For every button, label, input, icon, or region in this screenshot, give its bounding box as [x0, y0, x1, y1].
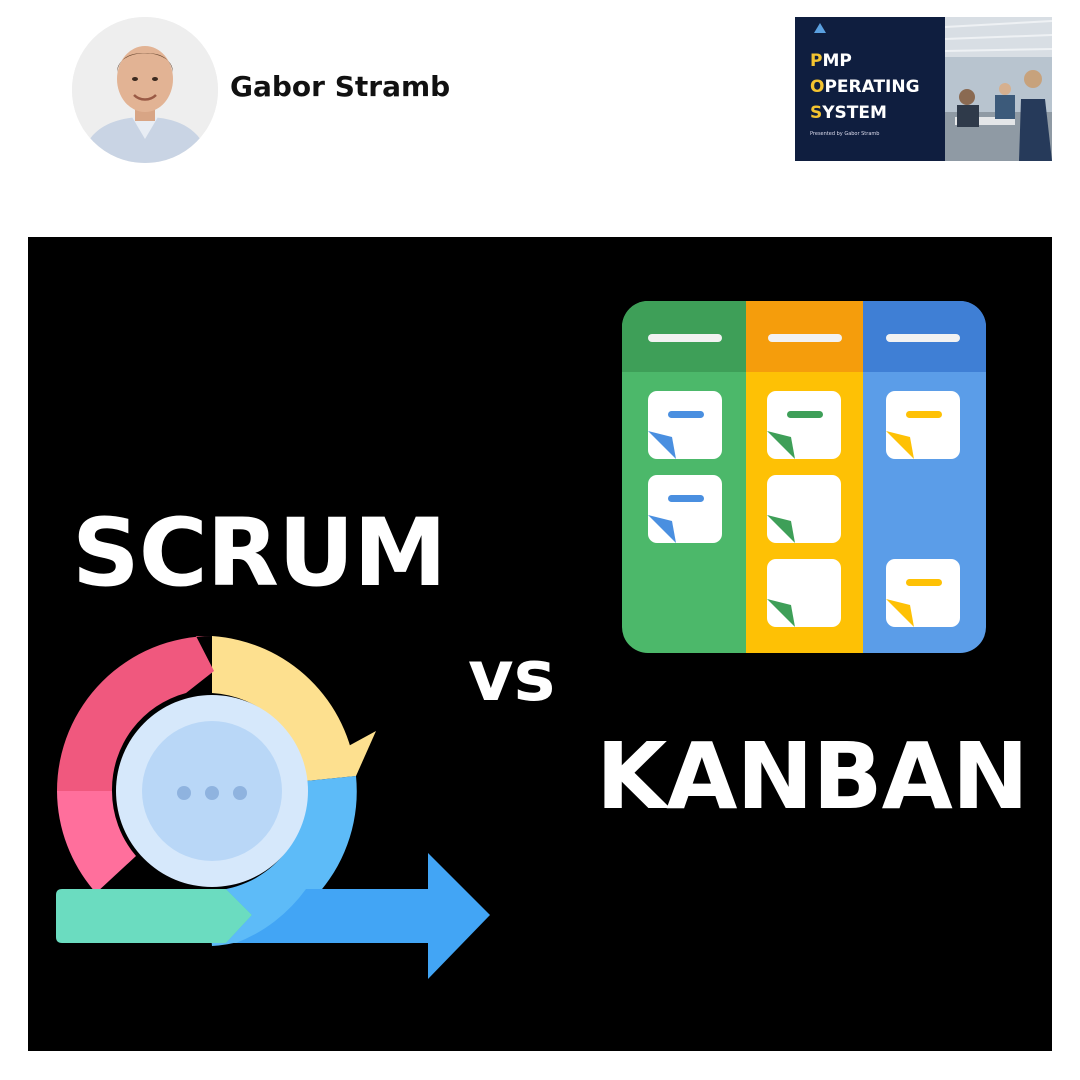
mountain-logo-icon [814, 23, 826, 33]
book-title-line-1: PMP [810, 51, 852, 71]
kanban-title: KANBAN [596, 723, 1029, 830]
scrum-title: SCRUM [72, 499, 447, 608]
scrum-cycle-icon [56, 636, 490, 979]
author-avatar [72, 17, 218, 163]
office-photo-icon [945, 17, 1052, 161]
kanban-card [886, 391, 960, 459]
person-photo-icon [72, 17, 218, 163]
book-title-line-3: SYSTEM [810, 103, 887, 123]
kanban-card [767, 559, 841, 627]
kanban-board-icon [622, 301, 986, 653]
author-name: Gabor Stramb [230, 70, 451, 103]
kanban-card [767, 391, 841, 459]
kanban-card [886, 559, 960, 627]
kanban-card [767, 475, 841, 543]
vs-label: vs [468, 635, 556, 717]
book-presented-by: Presented by Gabor Stramb [810, 131, 880, 137]
book-cover: PMP OPERATING SYSTEM Presented by Gabor … [795, 17, 1052, 161]
kanban-card [648, 475, 722, 543]
hero-panel: SCRUM vs KANBAN [28, 237, 1052, 1051]
book-title-line-2: OPERATING [810, 77, 920, 97]
kanban-card [648, 391, 722, 459]
